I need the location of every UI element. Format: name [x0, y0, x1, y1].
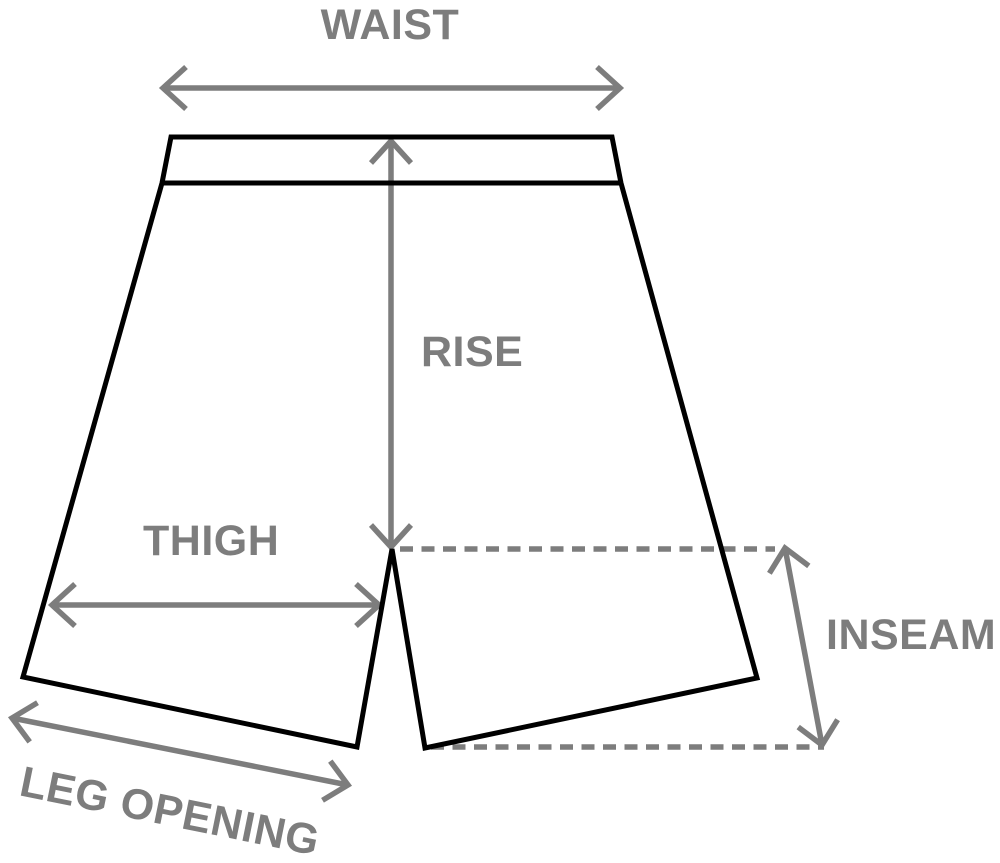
rise-label: RISE	[421, 328, 523, 376]
leg-opening-arrowhead-right	[321, 759, 353, 803]
leg-opening-arrowhead-left	[7, 700, 39, 744]
thigh-arrow	[47, 581, 384, 629]
waist-arrowhead-left	[158, 64, 188, 112]
waist-label: WAIST	[321, 1, 460, 49]
inseam-arrowhead-top	[767, 543, 811, 575]
rise-arrowhead-top	[368, 136, 414, 165]
waist-arrow	[158, 64, 625, 112]
leg-opening-arrow	[7, 700, 353, 803]
rise-arrowhead-bottom	[368, 523, 414, 552]
thigh-label: THIGH	[143, 517, 279, 565]
inseam-label: INSEAM	[826, 611, 996, 659]
thigh-arrowhead-right	[354, 581, 384, 629]
waist-arrowhead-right	[595, 64, 625, 112]
rise-arrow	[368, 136, 414, 552]
thigh-arrowhead-left	[47, 581, 77, 629]
shorts-outline	[19, 134, 761, 751]
